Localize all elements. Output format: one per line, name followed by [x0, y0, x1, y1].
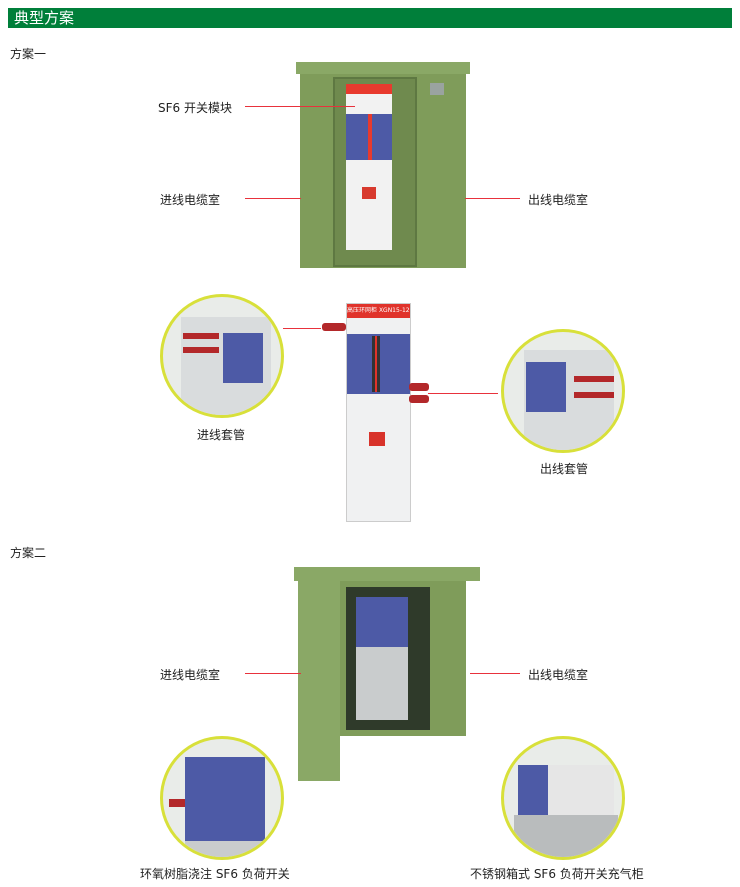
scheme2-title: 方案二	[10, 546, 47, 560]
label-outgoing-cable-room-2: 出线电缆室	[528, 668, 589, 682]
label-sf6-module: SF6 开关模块	[158, 101, 232, 115]
label-incoming-cable-room: 进线电缆室	[160, 193, 221, 207]
caption-stainless-sf6-cabinet: 不锈钢箱式 SF6 负荷开关充气柜	[470, 867, 644, 881]
panel-label: 高压环网柜	[347, 307, 378, 314]
panel-model: XGN15-12	[378, 307, 410, 314]
cabinet-image-1	[296, 62, 470, 268]
label-outgoing-bushing: 出线套管	[540, 462, 589, 476]
epoxy-sf6-switch-image	[160, 736, 284, 860]
section-header: 典型方案	[8, 8, 732, 28]
stainless-sf6-gas-cabinet-image	[501, 736, 625, 860]
caption-epoxy-sf6-switch: 环氧树脂浇注 SF6 负荷开关	[140, 867, 290, 881]
incoming-bushing-detail-image	[160, 294, 284, 418]
label-outgoing-cable-room: 出线电缆室	[528, 193, 589, 207]
scheme1-title: 方案一	[10, 47, 47, 61]
label-incoming-cable-room-2: 进线电缆室	[160, 668, 221, 682]
label-incoming-bushing: 进线套管	[197, 428, 246, 442]
cabinet-image-2	[294, 567, 480, 782]
ring-main-unit-image: 高压环网柜 XGN15-12	[346, 303, 411, 522]
outgoing-bushing-detail-image	[501, 329, 625, 453]
